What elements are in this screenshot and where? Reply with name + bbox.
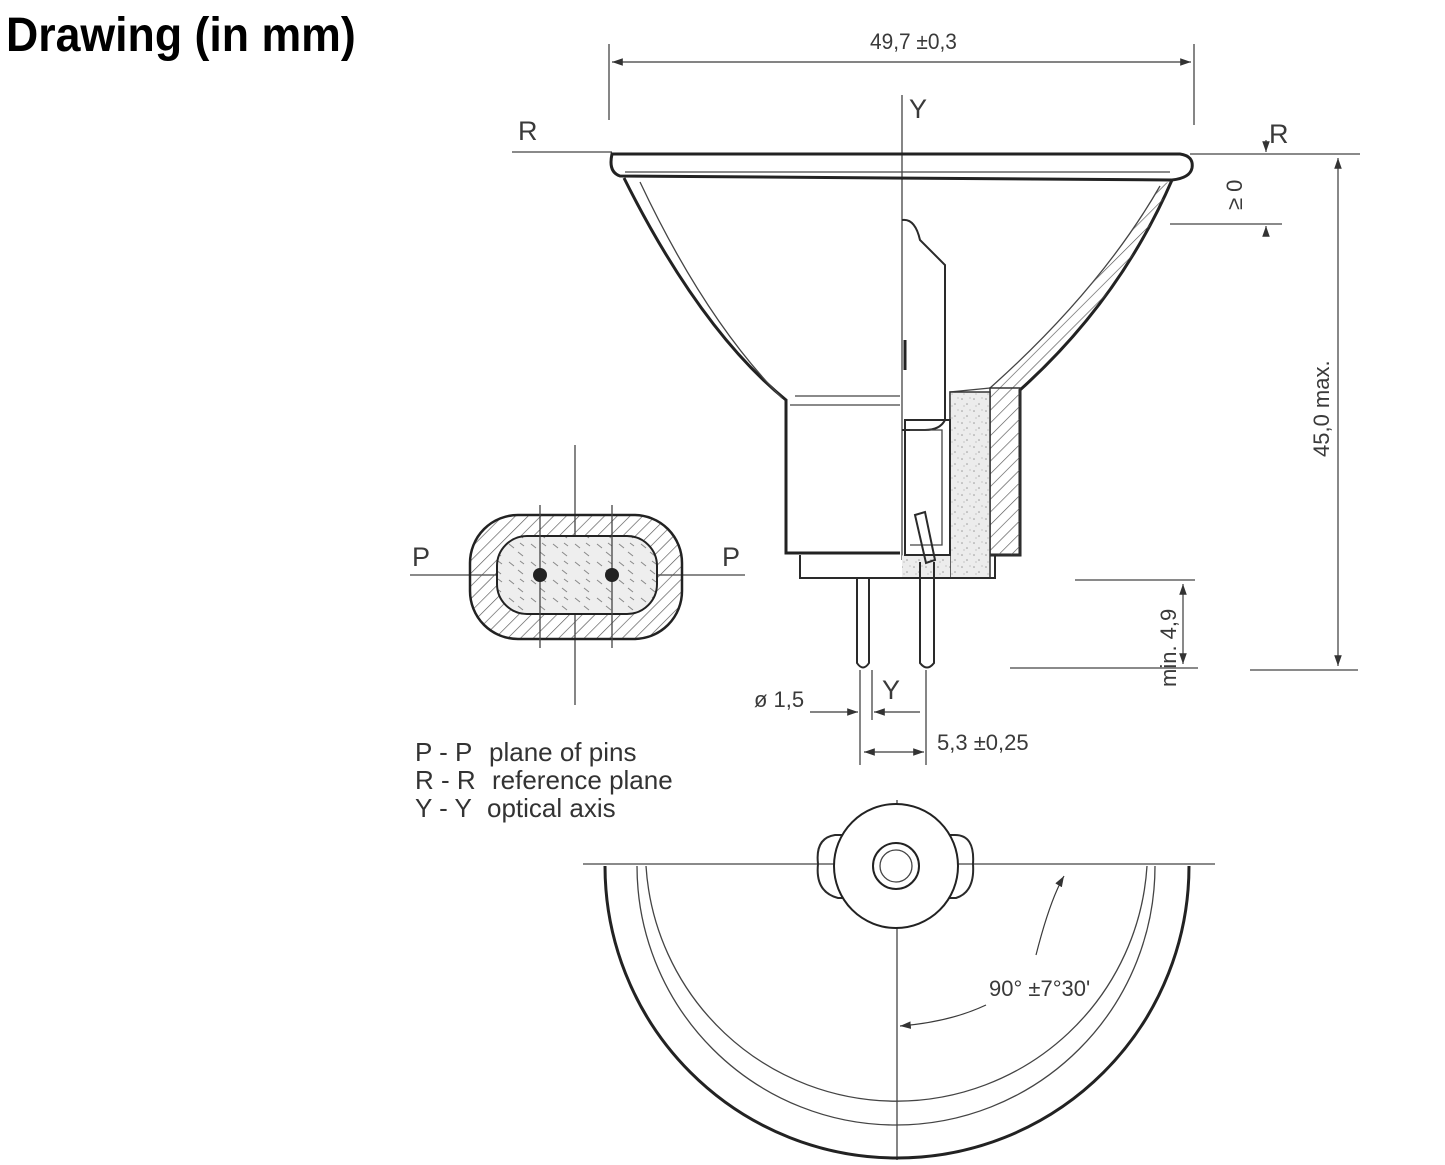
legend-code: R - R <box>415 765 476 795</box>
pin-plane-section <box>410 445 745 705</box>
legend: P - P plane of pins R - R reference plan… <box>415 737 673 823</box>
rim-offset-label: ≥ 0 <box>1222 180 1247 210</box>
page-title: Drawing (in mm) <box>6 9 356 62</box>
lamp-side-view <box>512 44 1360 765</box>
pin-diameter-label: ø 1,5 <box>754 687 804 712</box>
legend-code: Y - Y <box>415 793 472 823</box>
optical-axis-label-bottom: Y <box>882 675 900 705</box>
pins-plane-label-right: P <box>722 542 740 572</box>
pin-spacing-label: 5,3 ±0,25 <box>937 730 1029 755</box>
reference-plane-label-left: R <box>518 116 538 146</box>
legend-text: optical axis <box>487 793 616 823</box>
legend-text: reference plane <box>492 765 673 795</box>
pin-min-length-label: min. 4,9 <box>1156 609 1181 687</box>
pins-plane-label-left: P <box>412 542 430 572</box>
optical-axis-label-top: Y <box>909 94 927 124</box>
legend-code: P - P <box>415 737 472 767</box>
lamp-bottom-view <box>583 800 1215 1160</box>
angle-tolerance-label: 90° ±7°30' <box>989 976 1090 1001</box>
reference-plane-label-right: R <box>1269 119 1289 149</box>
width-dimension-label: 49,7 ±0,3 <box>870 30 957 55</box>
height-dimension-label: 45,0 max. <box>1309 360 1334 457</box>
legend-text: plane of pins <box>489 737 636 767</box>
